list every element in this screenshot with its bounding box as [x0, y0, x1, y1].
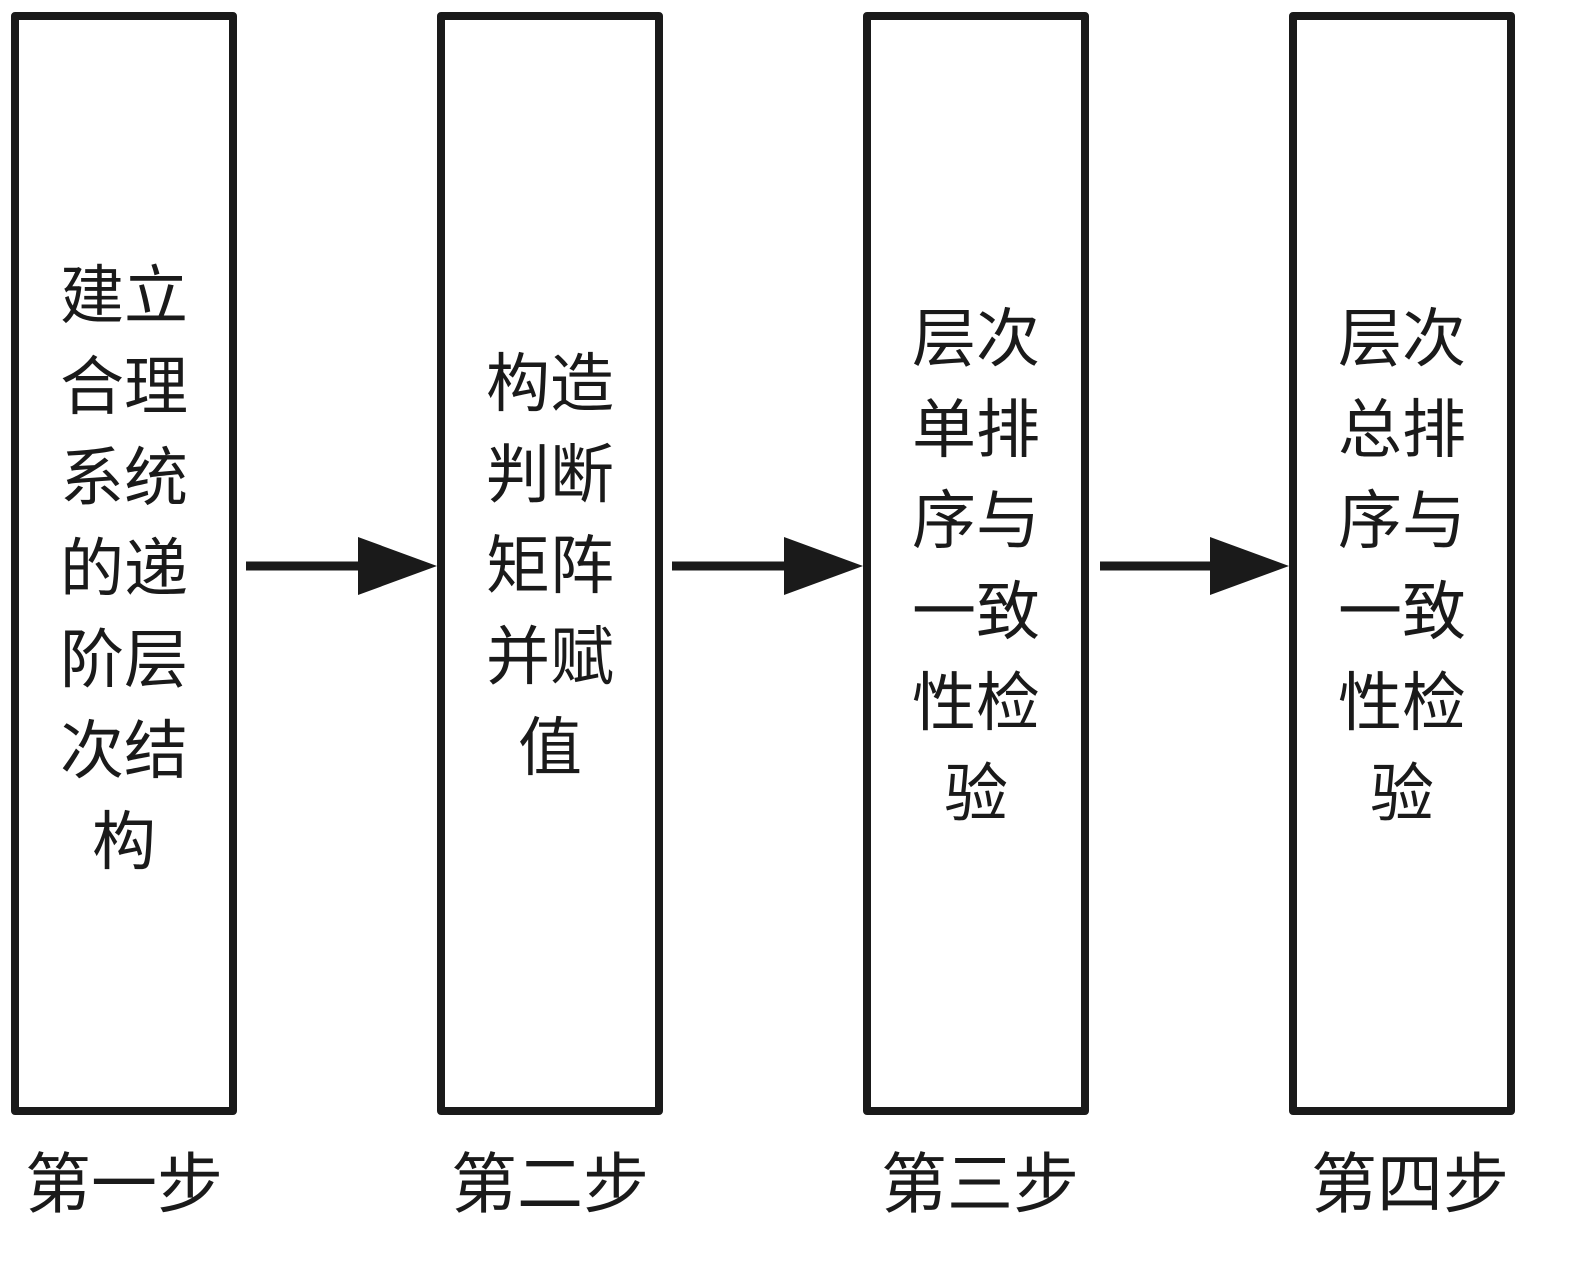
step-1-box-text: 建立 合理 系统 的递 阶层 次结 构	[60, 260, 188, 880]
step-3-box-text: 层次 单排 序与 一致 性检 验	[912, 303, 1040, 832]
step-4-box: 层次 总排 序与 一致 性检 验	[1289, 12, 1515, 1115]
step-1-box: 建立 合理 系统 的递 阶层 次结 构	[11, 12, 237, 1115]
step-2-label: 第二步	[451, 1146, 649, 1223]
step-1-label: 第一步	[25, 1146, 223, 1223]
step-2-box: 构造 判断 矩阵 并赋 值	[437, 12, 663, 1115]
arrow-step2-to-step3	[672, 537, 863, 595]
step-3-box: 层次 单排 序与 一致 性检 验	[863, 12, 1089, 1115]
step-4-label: 第四步	[1311, 1146, 1509, 1223]
arrow-step1-to-step2	[246, 537, 437, 595]
step-4-box-text: 层次 总排 序与 一致 性检 验	[1338, 303, 1466, 832]
arrow-step3-to-step4	[1100, 537, 1289, 595]
step-3-label: 第三步	[881, 1146, 1079, 1223]
step-2-box-text: 构造 判断 矩阵 并赋 值	[486, 348, 614, 786]
